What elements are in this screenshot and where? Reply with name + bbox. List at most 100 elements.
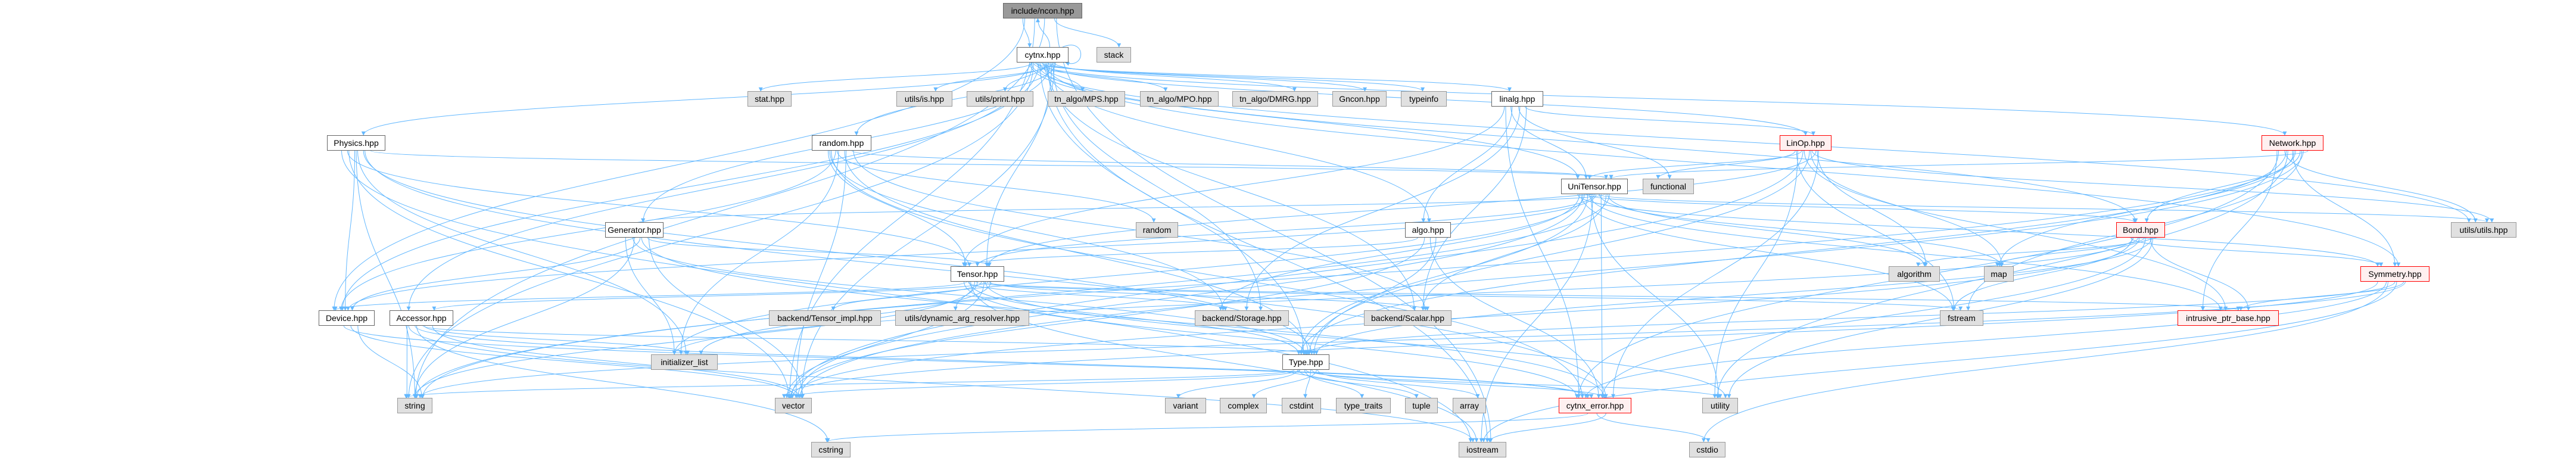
edge-unitensor-to-initlist bbox=[672, 194, 1585, 355]
edge-tensor-to-utility bbox=[985, 281, 1728, 398]
node-vector[interactable]: vector bbox=[775, 398, 812, 413]
node-cstring[interactable]: cstring bbox=[811, 442, 851, 457]
edge-linop-to-utils-utils bbox=[1811, 150, 2494, 223]
edge-physics-to-device bbox=[343, 150, 356, 311]
edge-generator-to-type bbox=[633, 237, 1307, 355]
node-mps[interactable]: tn_algo/MPS.hpp bbox=[1048, 91, 1125, 107]
edge-accessor-to-cstring bbox=[416, 325, 830, 443]
node-generator[interactable]: Generator.hpp bbox=[605, 222, 664, 238]
edge-cytnx-to-gncon bbox=[1047, 62, 1367, 92]
edge-tensor-to-device bbox=[333, 281, 967, 311]
edge-linalg-to-scalar bbox=[1421, 106, 1527, 311]
node-algo[interactable]: algo.hpp bbox=[1405, 222, 1451, 238]
edge-unitensor-to-device bbox=[345, 194, 1597, 311]
edge-tensor-to-vector bbox=[796, 281, 985, 398]
node-dmrg[interactable]: tn_algo/DMRG.hpp bbox=[1232, 91, 1318, 107]
node-typeinfo[interactable]: typeinfo bbox=[1401, 91, 1447, 107]
edge-random-hpp-to-tensor bbox=[828, 150, 968, 267]
edge-cytnx-to-ncon bbox=[1036, 18, 1050, 48]
edge-unitensor-to-string bbox=[420, 194, 1610, 398]
node-string[interactable]: string bbox=[397, 398, 432, 413]
edge-linop-to-functional bbox=[1656, 150, 1796, 179]
node-cytnx[interactable]: cytnx.hpp bbox=[1017, 47, 1069, 63]
node-bond[interactable]: Bond.hpp bbox=[2116, 222, 2165, 238]
node-algorithm[interactable]: algorithm bbox=[1889, 266, 1940, 282]
node-functional[interactable]: functional bbox=[1643, 179, 1694, 194]
node-tensor-impl[interactable]: backend/Tensor_impl.hpp bbox=[769, 310, 881, 326]
edge-algo-to-vector bbox=[788, 237, 1425, 398]
node-scalar[interactable]: backend/Scalar.hpp bbox=[1364, 310, 1451, 326]
edge-cytnx-to-accessor bbox=[406, 62, 1033, 311]
node-type[interactable]: Type.hpp bbox=[1282, 354, 1329, 370]
node-physics[interactable]: Physics.hpp bbox=[327, 135, 385, 151]
edge-cytnx-to-device bbox=[340, 62, 1039, 311]
node-initlist[interactable]: initializer_list bbox=[651, 354, 718, 370]
node-linop[interactable]: LinOp.hpp bbox=[1780, 135, 1831, 151]
edge-tensor-to-cytnx-error bbox=[964, 281, 1579, 398]
node-fstream[interactable]: fstream bbox=[1940, 310, 1983, 326]
edge-ncon-to-device bbox=[332, 18, 1026, 311]
edge-cytnx-to-symmetry bbox=[1045, 62, 2401, 267]
node-stat[interactable]: stat.hpp bbox=[747, 91, 792, 107]
node-utils-utils[interactable]: utils/utils.hpp bbox=[2451, 222, 2516, 238]
edge-network-to-utils-utils bbox=[2284, 150, 2478, 223]
node-variant[interactable]: variant bbox=[1165, 398, 1206, 413]
node-type-traits[interactable]: type_traits bbox=[1336, 398, 1391, 413]
edge-random-hpp-to-initlist bbox=[678, 150, 839, 355]
node-tuple[interactable]: tuple bbox=[1405, 398, 1438, 413]
edge-type-to-string bbox=[404, 369, 1295, 398]
edge-cytnx-to-string bbox=[406, 62, 1034, 398]
edge-physics-to-vector bbox=[348, 150, 791, 398]
node-iostream[interactable]: iostream bbox=[1459, 442, 1506, 457]
edge-cytnx-to-network bbox=[1036, 62, 2287, 136]
node-random-hpp[interactable]: random.hpp bbox=[812, 135, 871, 151]
edge-type-to-variant bbox=[1176, 369, 1298, 398]
edge-cytnx-to-mpo bbox=[1033, 62, 1168, 92]
edge-cytnx-to-storage bbox=[1052, 62, 1263, 311]
edge-network-to-type bbox=[1299, 150, 2287, 355]
node-symmetry[interactable]: Symmetry.hpp bbox=[2360, 266, 2429, 282]
node-intrusive[interactable]: intrusive_ptr_base.hpp bbox=[2178, 310, 2279, 326]
edge-generator-to-tensor bbox=[647, 237, 992, 267]
node-linalg[interactable]: linalg.hpp bbox=[1491, 91, 1543, 107]
node-ncon[interactable]: include/ncon.hpp bbox=[1003, 3, 1082, 18]
edge-network-to-vector bbox=[798, 150, 2304, 398]
edge-random-hpp-to-vector bbox=[794, 150, 846, 398]
node-array[interactable]: array bbox=[1453, 398, 1486, 413]
node-complex[interactable]: complex bbox=[1220, 398, 1267, 413]
node-unitensor[interactable]: UniTensor.hpp bbox=[1561, 179, 1628, 194]
edge-tensor-to-string bbox=[413, 281, 978, 398]
edge-bond-to-map bbox=[1995, 237, 2139, 267]
node-dynamic[interactable]: utils/dynamic_arg_resolver.hpp bbox=[895, 310, 1029, 326]
node-storage[interactable]: backend/Storage.hpp bbox=[1195, 310, 1289, 326]
node-device[interactable]: Device.hpp bbox=[319, 310, 375, 326]
node-accessor[interactable]: Accessor.hpp bbox=[390, 310, 453, 326]
node-cstdint[interactable]: cstdint bbox=[1282, 398, 1321, 413]
edge-linop-to-vector bbox=[789, 150, 1803, 398]
edge-network-to-bond bbox=[2144, 150, 2301, 223]
edge-bond-to-type bbox=[1314, 237, 2152, 355]
node-random[interactable]: random bbox=[1136, 222, 1178, 238]
node-cstdio[interactable]: cstdio bbox=[1689, 442, 1725, 457]
node-utils-is[interactable]: utils/is.hpp bbox=[896, 91, 952, 107]
edge-cytnx-error-to-iostream bbox=[1487, 413, 1606, 443]
edge-generator-to-device bbox=[350, 237, 641, 311]
node-gncon[interactable]: Gncon.hpp bbox=[1332, 91, 1387, 107]
edge-cytnx-error-to-cstring bbox=[825, 413, 1588, 443]
edge-cytnx-error-to-cstdio bbox=[1596, 413, 1711, 443]
node-tensor[interactable]: Tensor.hpp bbox=[951, 266, 1004, 282]
node-map[interactable]: map bbox=[1984, 266, 2014, 282]
node-utils-print[interactable]: utils/print.hpp bbox=[967, 91, 1033, 107]
node-cytnx-error[interactable]: cytnx_error.hpp bbox=[1559, 398, 1631, 413]
edge-unitensor-to-utility bbox=[1590, 194, 1721, 398]
edge-type-to-complex bbox=[1251, 369, 1317, 398]
node-mpo[interactable]: tn_algo/MPO.hpp bbox=[1140, 91, 1219, 107]
edge-symmetry-to-cytnx-error bbox=[1584, 281, 2387, 398]
node-network[interactable]: Network.hpp bbox=[2262, 135, 2323, 151]
edge-bond-to-intrusive bbox=[2150, 237, 2251, 311]
edge-accessor-to-type bbox=[422, 325, 1309, 355]
node-utility[interactable]: utility bbox=[1702, 398, 1738, 413]
node-stack[interactable]: stack bbox=[1097, 47, 1131, 63]
